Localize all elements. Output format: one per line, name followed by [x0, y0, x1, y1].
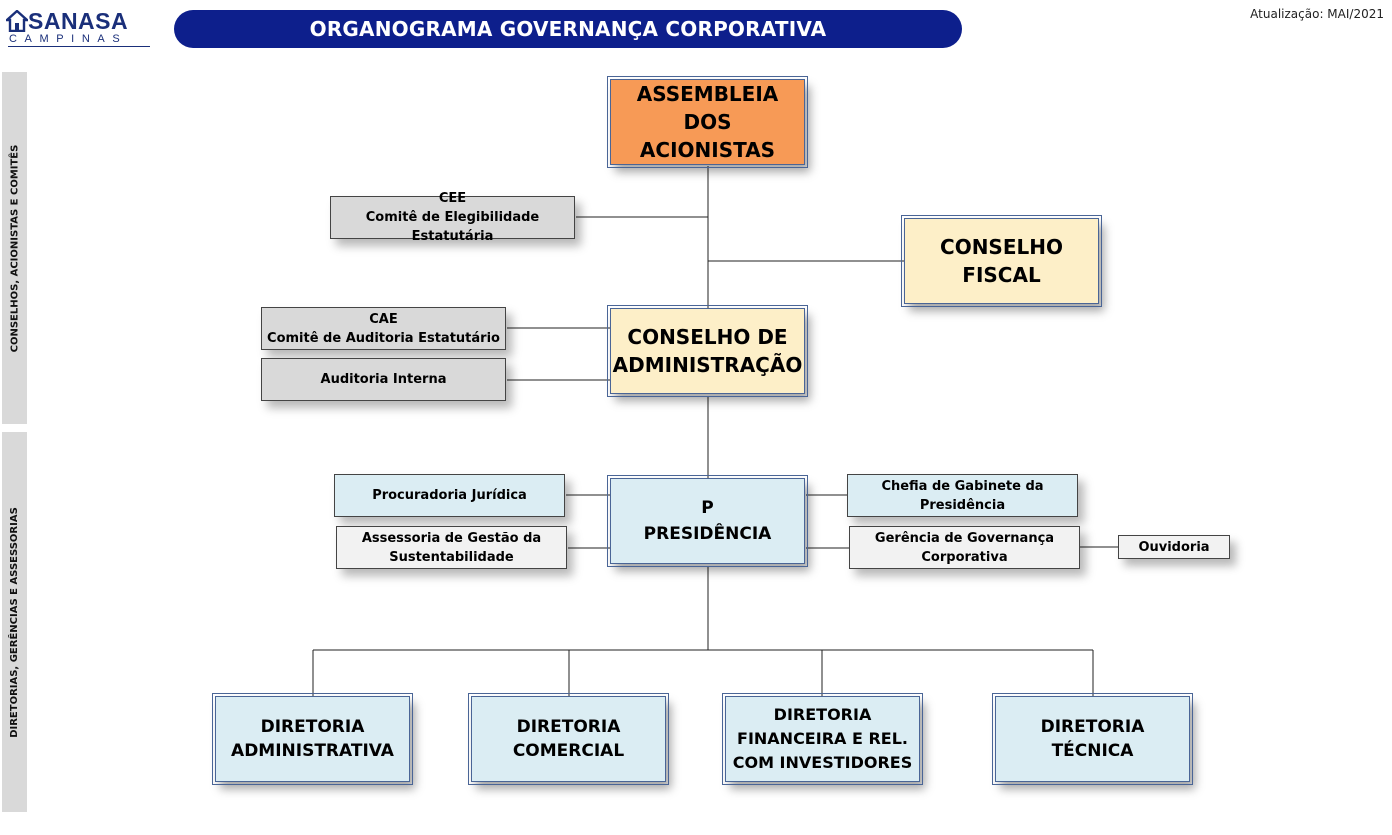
page-title: ORGANOGRAMA GOVERNANÇA CORPORATIVA [309, 17, 827, 41]
node-assembleia-acionistas: ASSEMBLEIA DOS ACIONISTAS [607, 76, 808, 168]
logo-name: SANASA [28, 8, 129, 34]
node-cee: CEE Comitê de Elegibilidade Estatutária [330, 191, 575, 244]
node-assessoria-sustentabilidade: Assessoria de Gestão da Sustentabilidade [336, 526, 567, 569]
node-diretoria-tecnica: DIRETORIA TÉCNICA [992, 693, 1193, 785]
node-ouvidoria: Ouvidoria [1118, 535, 1230, 559]
house-icon [6, 10, 28, 32]
node-procuradoria-juridica: Procuradoria Jurídica [334, 474, 565, 517]
node-presidencia: P PRESIDÊNCIA [607, 475, 808, 567]
title-banner: ORGANOGRAMA GOVERNANÇA CORPORATIVA [174, 10, 962, 48]
node-diretoria-financeira: DIRETORIA FINANCEIRA E REL. COM INVESTID… [722, 693, 923, 785]
sanasa-logo: SANASA CAMPINAS [6, 8, 156, 50]
node-chefia-gabinete: Chefia de Gabinete da Presidência [847, 474, 1078, 517]
update-date: Atualização: MAI/2021 [1250, 7, 1384, 21]
node-diretoria-comercial: DIRETORIA COMERCIAL [468, 693, 669, 785]
logo-subtitle: CAMPINAS [9, 33, 128, 45]
node-conselho-administracao: CONSELHO DE ADMINISTRAÇÃO [607, 305, 808, 397]
node-gerencia-governanca: Gerência de Governança Corporativa [849, 526, 1080, 569]
logo-underline [8, 46, 150, 47]
node-diretoria-administrativa: DIRETORIA ADMINISTRATIVA [212, 693, 413, 785]
node-auditoria-interna: Auditoria Interna [261, 358, 506, 401]
node-cae: CAE Comitê de Auditoria Estatutário [261, 307, 506, 350]
node-conselho-fiscal: CONSELHO FISCAL [901, 215, 1102, 307]
side-label-directorates: DIRETORIAS, GERÊNCIAS E ASSESSORIAS [2, 432, 27, 812]
side-label-councils: CONSELHOS, ACIONISTAS E COMITÊS [2, 72, 27, 424]
